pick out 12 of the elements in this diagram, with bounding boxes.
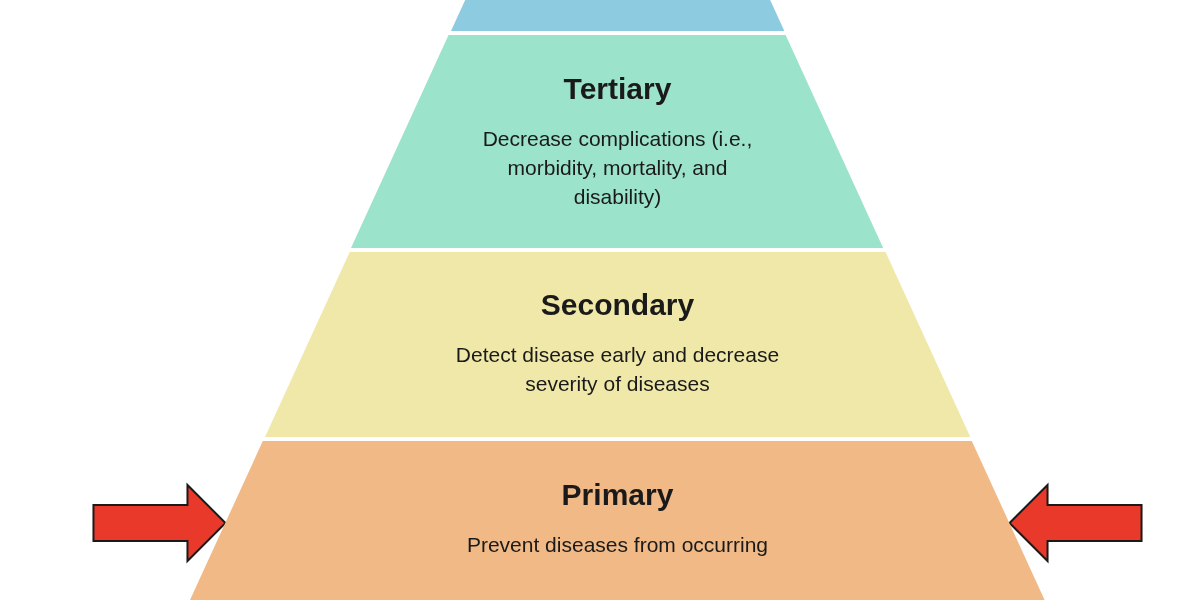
pyramid-level	[351, 35, 884, 248]
level-description: Detect disease early and decrease severity of diseases	[454, 342, 781, 397]
pyramid-band	[450, 0, 785, 31]
level-description: Decrease complications (i.e., morbidity, mortality, and disability)	[481, 126, 754, 210]
level-description: Prevent diseases from occurring	[465, 532, 770, 558]
block-arrow	[1008, 482, 1143, 564]
block-arrow	[92, 482, 227, 564]
pyramid-level	[190, 441, 1045, 600]
pyramid-level	[264, 252, 971, 437]
level-title: Tertiary	[562, 72, 673, 106]
level-title: Secondary	[539, 288, 696, 322]
level-title: Primary	[560, 478, 675, 512]
